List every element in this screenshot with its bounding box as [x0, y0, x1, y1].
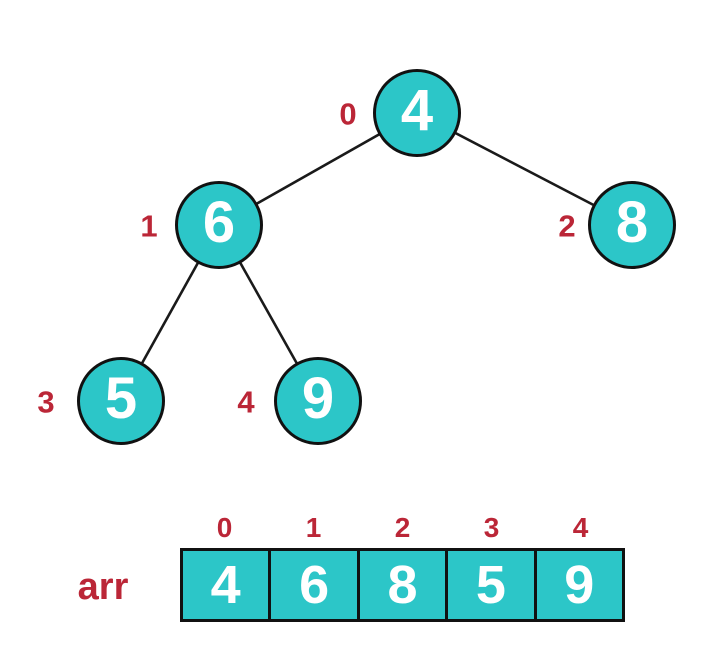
array-cell: 6 — [271, 551, 360, 619]
tree-node: 5 — [77, 357, 165, 445]
array-index-label: 4 — [572, 512, 589, 543]
array-index-label: 1 — [305, 512, 322, 543]
array-cell: 9 — [536, 551, 623, 619]
node-index-label: 3 — [37, 384, 55, 420]
node-value: 8 — [615, 190, 649, 255]
array-index-label: 3 — [483, 512, 500, 543]
array-index-row: 0 1 2 3 4 — [180, 513, 625, 543]
node-index-label: 1 — [140, 208, 158, 244]
tree-node: 6 — [175, 181, 263, 269]
node-value: 6 — [202, 190, 236, 255]
node-index-label: 2 — [558, 208, 576, 244]
node-value: 4 — [400, 78, 434, 143]
tree-node: 8 — [588, 181, 676, 269]
node-value: 5 — [104, 366, 138, 431]
array-cell: 8 — [359, 551, 449, 619]
tree-node-root: 4 — [373, 69, 461, 157]
node-value: 9 — [301, 366, 335, 431]
array-index-label: 0 — [216, 512, 233, 543]
node-index-label: 4 — [237, 384, 255, 420]
array-name-label: arr — [77, 566, 129, 608]
array-index-label: 2 — [394, 512, 411, 543]
node-index-label: 0 — [339, 96, 357, 132]
array-cells: 4 6 8 5 9 — [180, 548, 625, 622]
array-cell: 5 — [448, 551, 537, 619]
tree-node: 9 — [274, 357, 362, 445]
array-cell: 4 — [183, 551, 272, 619]
